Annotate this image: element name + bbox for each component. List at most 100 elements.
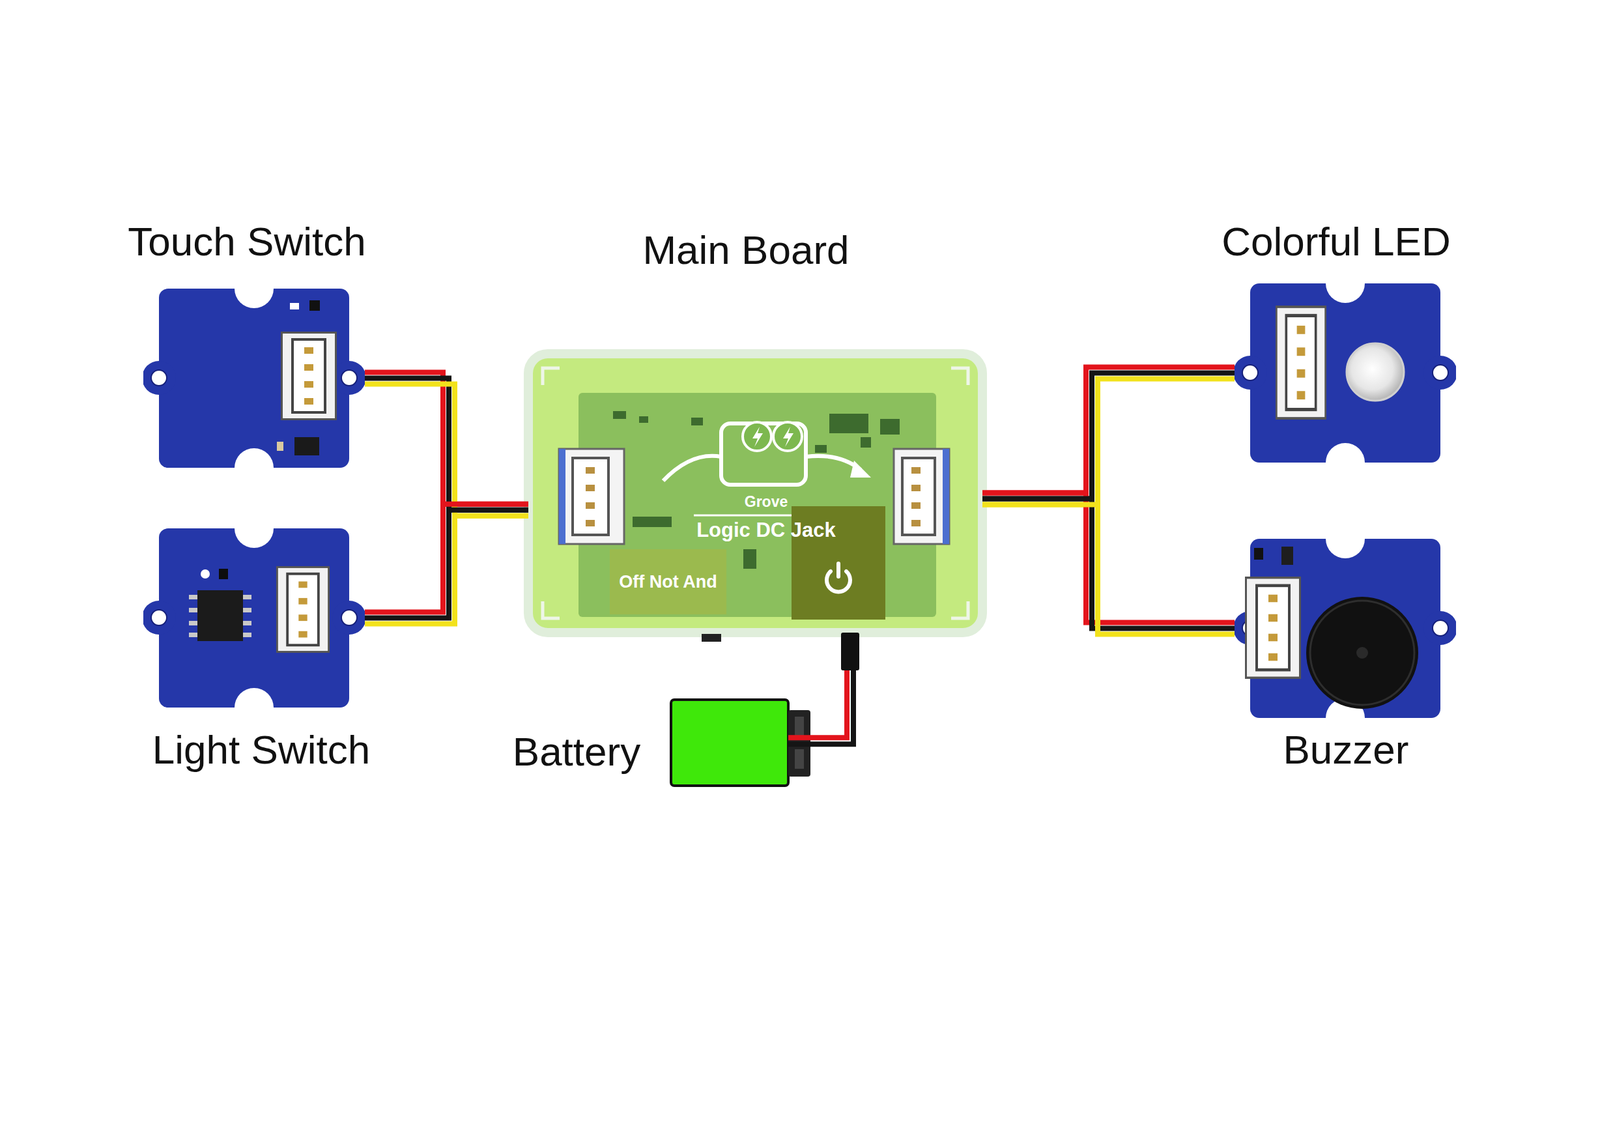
buzzer-symbol [1306,596,1419,709]
colorful-led-module [1233,263,1458,483]
chip-pin [188,632,198,638]
led-symbol [1346,343,1404,401]
output-module: Buzzer [1234,538,1457,718]
module-board [1233,263,1458,483]
connector-pin [585,467,595,474]
flow-arrow [663,456,722,481]
power-symbol [826,563,851,592]
connector-pin [911,519,921,527]
connector-pin [585,519,595,527]
component [880,418,900,435]
component [814,444,827,453]
lightning-symbol [783,426,794,447]
component [218,568,229,580]
module-board [142,269,367,488]
light-switch-module [142,508,367,728]
grove-connector [893,448,950,544]
battery-terminal [794,749,804,769]
wire-bundle [982,367,1235,505]
connector-strip [942,448,950,544]
node-label: Battery [512,731,641,772]
connectors [364,367,1235,745]
node-label: Light Switch [152,729,371,771]
component [829,413,869,434]
chip [294,437,320,456]
logo-circle [773,422,802,451]
chip-pin [188,620,198,626]
component [289,302,300,310]
flow-arrow [805,456,861,470]
wire-bundle [364,504,529,625]
board-marking: Logic DC Jack [696,519,836,541]
battery-body [671,699,789,786]
connector-pin [911,502,921,509]
buzzer-ring [1310,600,1415,705]
component [1281,546,1294,565]
wire-bundle [364,372,529,516]
wire-bundle [982,493,1235,635]
module-board [1233,519,1458,738]
photo-sensor [200,569,210,579]
wire-strand [788,632,847,738]
battery-terminal [794,716,804,737]
grove-connector [282,332,337,420]
component [691,417,703,426]
connector-pin [585,484,595,492]
case-corner [542,368,969,619]
chip-pin [242,594,252,600]
component [860,437,872,448]
grove-connector [1246,577,1301,679]
connector-pin [585,502,595,509]
connector-pin [911,484,921,492]
wire-strand [982,373,1235,500]
sensor-module: Light Switch [143,528,365,708]
node-label: Colorful LED [1221,221,1451,262]
component [613,411,627,419]
chip-pin [188,594,198,600]
connector-strip [558,448,566,544]
grove-connector [558,448,625,544]
logic-switch: Off Not And [609,549,727,615]
component [743,549,757,569]
wire-strand [982,499,1235,629]
dc-plug [841,632,860,671]
node-label: Main Board [642,229,849,271]
sensor-module: Touch Switch [143,288,365,468]
node-label: Touch Switch [127,221,366,262]
component [1254,547,1264,560]
main-board: Main BoardGroveLogic DC JackOff Not And [528,353,983,633]
component [639,416,649,423]
power-bar [836,563,841,577]
chip-pin [242,632,252,638]
chip-pin [242,607,252,613]
component [276,441,284,451]
flow-arrowhead [850,460,872,478]
wire-strand [982,493,1235,623]
wire-strand [364,378,529,511]
logo-circle [742,422,772,451]
battery: Battery [671,699,789,786]
buzzer-hole [1356,646,1369,659]
chip [197,590,243,642]
connector-slot [572,457,609,535]
chip-pin [242,620,252,626]
node-label: Buzzer [1283,729,1410,771]
board-marking: Grove [744,494,788,510]
component [632,516,672,528]
wire-strand [364,384,529,516]
chip-pin [188,607,198,613]
component [309,300,320,311]
wire-strand [364,510,529,619]
buzzer-module [1233,519,1458,738]
wire-strand [364,515,529,625]
grove-connector [276,566,329,652]
module-board [142,508,367,728]
wire-strand [982,504,1235,635]
output-module: Colorful LED [1234,283,1457,463]
touch-switch-module [142,269,367,488]
main-board-case [528,353,983,642]
grove-connector [1276,306,1326,419]
switch-knob [701,633,722,642]
case-body [528,353,983,633]
